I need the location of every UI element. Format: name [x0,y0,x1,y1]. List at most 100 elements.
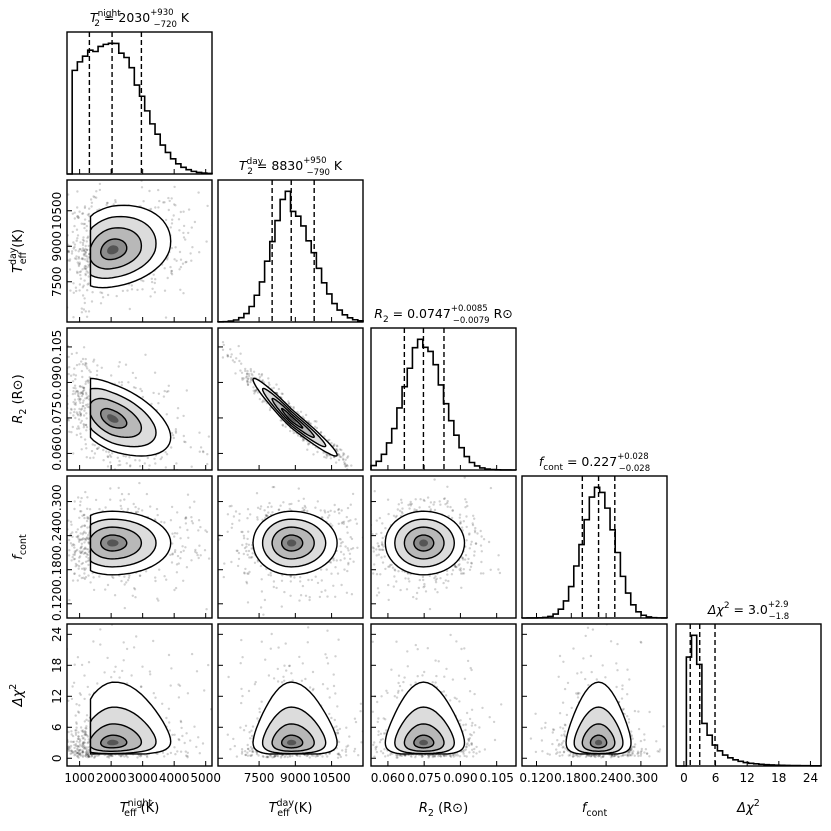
y-tick-label: 0.060 [50,436,64,470]
x-tick-label: 2000 [96,771,127,785]
y-tick-label: 10500 [50,192,64,230]
contour-level [252,377,338,457]
panel-hist-r2: R2 = 0.0747+0.0085−0.0079 R⊙ [370,304,517,471]
x-tick-label: 10500 [312,771,350,785]
title-f_cont: fcont = 0.227+0.028−0.028 [539,452,650,474]
contour-level [281,734,304,749]
panel-frame [66,327,213,471]
title-r2: R2 = 0.0747+0.0085−0.0079 R⊙ [374,304,512,326]
contour-level [281,534,304,552]
contour-level [89,526,143,560]
scatter-cloud [67,180,212,319]
panel-frame [217,475,364,619]
contour-level [573,706,624,755]
x-tick-label: 0.180 [554,771,588,785]
x-axis-label-dchi2: Δχ2 [736,798,760,816]
contour-level [271,526,315,560]
y-tick-label: 0.075 [50,401,64,435]
contour-level [99,238,128,261]
y-tick-label: 0.240 [50,518,64,552]
x-tick-label: 12 [740,771,755,785]
scatter-cloud [218,485,363,616]
x-tick-label: 0.105 [479,771,513,785]
contour-level [271,397,315,438]
histogram-t_day [217,190,364,323]
panel-frame [66,179,213,323]
y-tick-label: 0.090 [50,365,64,399]
x-tick-label: 0.300 [624,771,658,785]
panel-2d-t_day-r2 [217,327,364,471]
contour-level [413,734,435,749]
title-dchi2: Δχ2 = 3.0+2.9−1.8 [707,600,789,622]
y-tick-label: 0.105 [50,330,64,364]
panel-frame [217,327,364,471]
contour-level [581,723,616,753]
panel-2d-r2-f_cont [370,475,517,619]
y-axis-label-t_day: Tdayeff (K) [8,229,29,273]
contour-level [281,407,304,429]
panel-frame [217,179,364,323]
y-tick-label: 0.180 [50,553,64,587]
scatter-cloud [67,624,212,759]
contour-level [252,510,338,576]
panel-frame [521,623,668,767]
y-tick-label: 24 [50,627,64,642]
contour-level [99,734,128,749]
contour-level [565,681,632,755]
scatter-cloud [529,624,667,759]
x-axis-label-r2: R2 (R⊙) [419,801,468,819]
contour-level [89,397,143,439]
y-tick-label: 18 [50,658,64,673]
scatter-cloud [371,476,502,611]
x-tick-label: 3000 [127,771,158,785]
x-tick-label: 9000 [280,771,311,785]
y-tick-label: 12 [50,689,64,704]
x-tick-label: 0.090 [443,771,477,785]
x-tick-label: 1000 [64,771,95,785]
contour-level [394,706,456,755]
contour-level [261,387,327,448]
panel-frame [66,475,213,619]
panel-frame [66,623,213,767]
contour-level [413,534,435,552]
scatter-cloud [218,626,363,759]
y-axis-label-f_cont: fcont [11,534,29,560]
panel-frame [675,623,822,767]
y-tick-label: 0 [50,754,64,762]
x-tick-label: 18 [771,771,786,785]
panel-frame [370,475,517,619]
contour-level [252,681,338,755]
scatter-cloud [221,341,353,470]
contour-level [384,510,466,576]
contour-level [261,706,327,755]
y-axis-label-r2: R2 (R⊙) [11,374,29,423]
histogram-t_night [67,42,213,175]
y-tick-label: 0.120 [50,587,64,621]
y-tick-label: 7500 [50,266,64,297]
y-tick-label: 0.300 [50,484,64,518]
contour-level [89,227,143,270]
histogram-dchi2 [676,634,822,767]
panel-2d-t_day-f_cont [217,475,364,619]
x-tick-label: 6 [712,771,720,785]
scatter-cloud [67,481,211,611]
x-tick-label: 5000 [190,771,221,785]
panel-hist-f_cont: fcont = 0.227+0.028−0.028 [521,452,668,619]
x-tick-label: 0.060 [371,771,405,785]
x-tick-label: 24 [803,771,818,785]
y-tick-label: 9000 [50,231,64,262]
contour-level [403,723,445,753]
x-tick-label: 0.075 [407,771,441,785]
